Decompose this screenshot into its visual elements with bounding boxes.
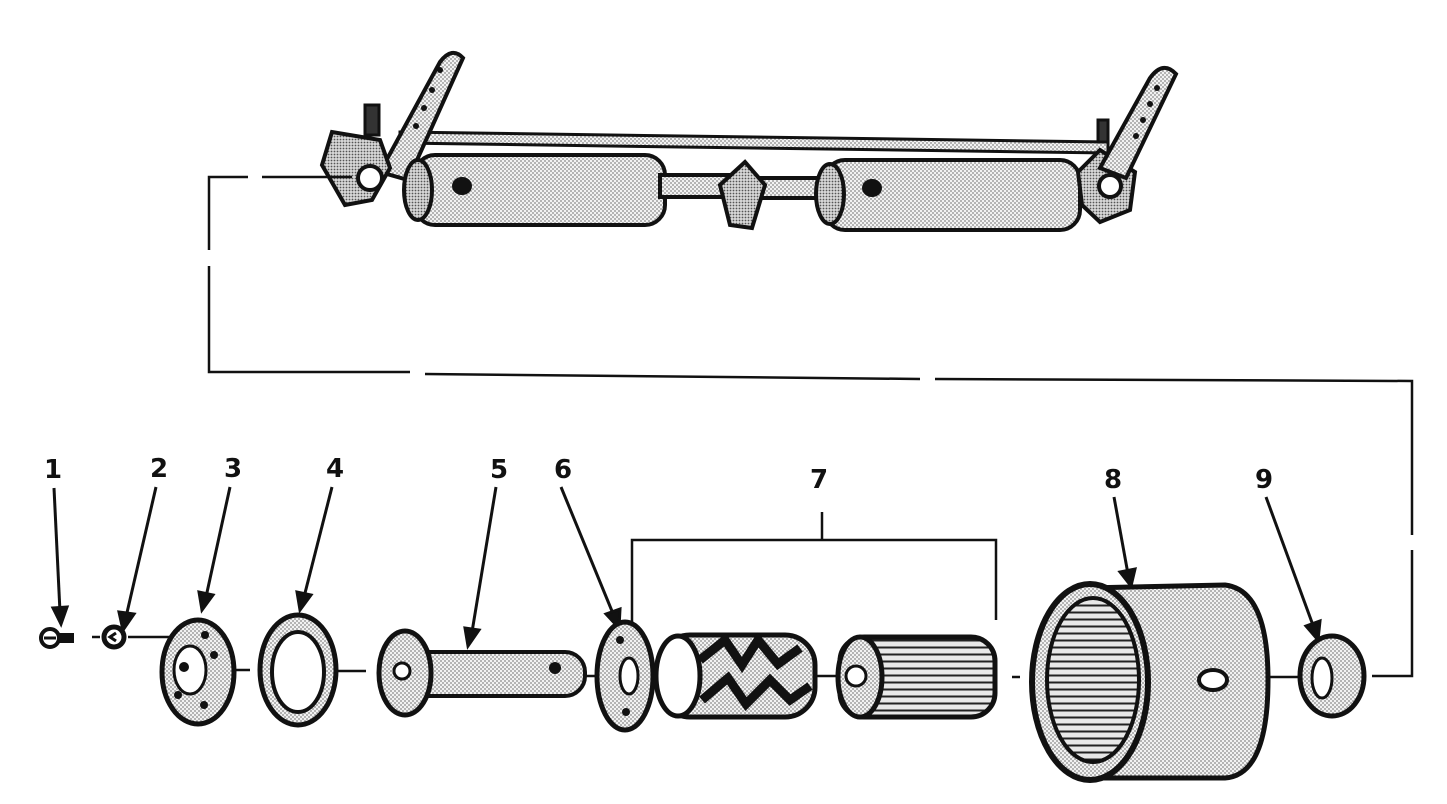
callout-labels: 1 2 3 4 5 6 7 8 9: [44, 454, 1273, 495]
steering-linkage-assembly: [319, 50, 1179, 232]
callout-2: 2: [150, 454, 168, 484]
part-3-cap: [159, 617, 237, 727]
part-4-ring: [257, 612, 339, 728]
part-6-spacer: [594, 619, 656, 733]
callout-4: 4: [326, 454, 344, 484]
part-9-washer: [1297, 633, 1367, 719]
callout-5: 5: [490, 455, 508, 485]
part-2-lock-washer: [101, 624, 127, 650]
callout-8: 8: [1104, 465, 1122, 495]
part-7-bushing-set: [653, 632, 998, 720]
callout-9: 9: [1255, 465, 1273, 495]
part-5-pin: [376, 628, 587, 718]
part-1-screw: [39, 627, 74, 649]
callout-3: 3: [224, 454, 242, 484]
part-8-housing: [1029, 581, 1271, 783]
callout-1: 1: [44, 455, 62, 485]
callout-6: 6: [554, 455, 572, 485]
callout-7: 7: [810, 465, 828, 495]
callout-arrows: [50, 486, 1322, 650]
